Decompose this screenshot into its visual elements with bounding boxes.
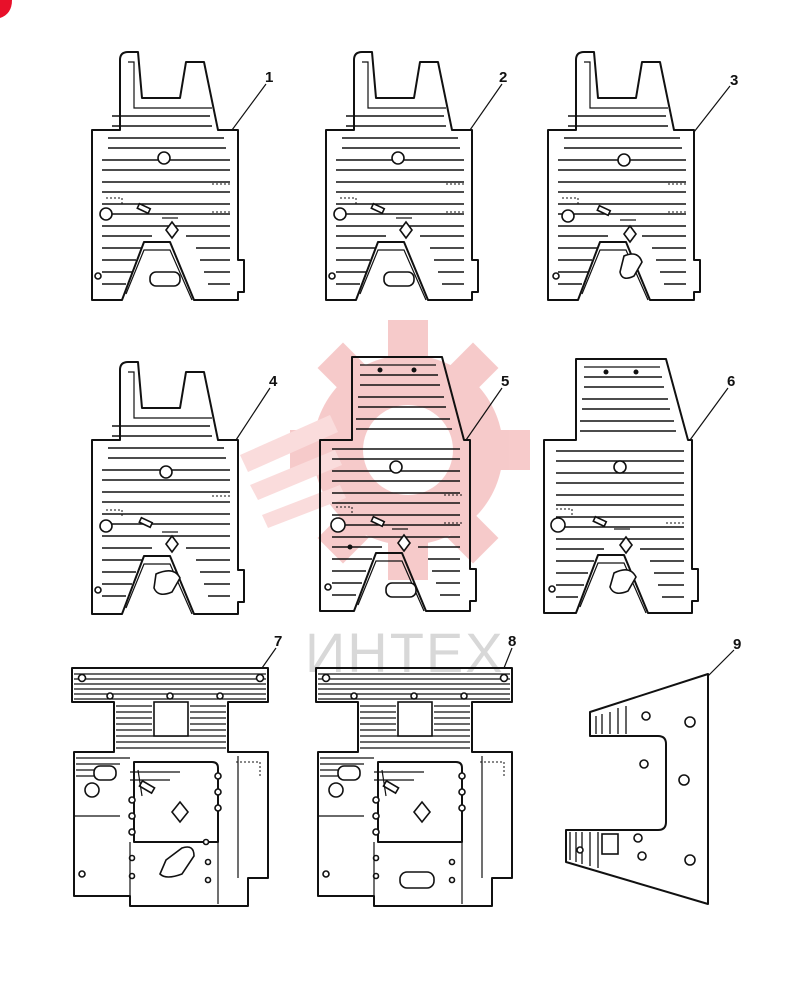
callout-8: 8 [508, 633, 516, 650]
callout-7: 7 [274, 633, 282, 650]
panel-9 [565, 673, 709, 905]
panel-7 [71, 667, 269, 907]
panel-6 [543, 358, 699, 614]
panel-2 [325, 51, 479, 301]
callout-6: 6 [727, 373, 735, 390]
callout-5: 5 [501, 373, 509, 390]
callout-4: 4 [269, 373, 278, 390]
corner-mark [0, 0, 12, 18]
callout-1: 1 [265, 69, 273, 86]
watermark [240, 320, 530, 580]
panel-1 [91, 51, 245, 301]
callout-leaders [231, 83, 735, 677]
panel-5 [319, 356, 477, 612]
callout-2: 2 [499, 69, 507, 86]
callouts: 1 2 3 4 5 6 7 8 9 [265, 69, 741, 653]
panel-4 [91, 361, 245, 615]
panel-3 [547, 51, 701, 301]
callout-3: 3 [730, 72, 738, 89]
callout-9: 9 [733, 636, 741, 653]
panel-8 [315, 667, 513, 907]
